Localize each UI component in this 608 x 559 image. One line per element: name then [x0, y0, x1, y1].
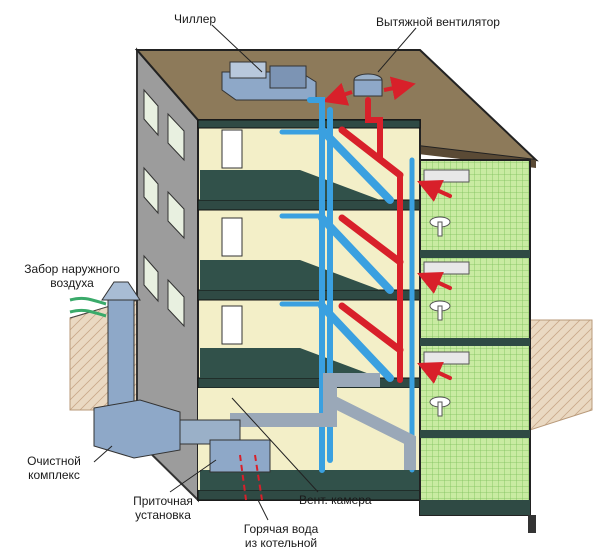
label-supply-unit-line1: Приточная: [133, 494, 193, 508]
bathroom-column: [419, 159, 536, 533]
vent-chamber-duct: [230, 373, 416, 470]
label-hot-water-line2: из котельной: [244, 536, 318, 550]
building-cutaway: [197, 119, 421, 501]
label-air-intake-line2: воздуха: [50, 276, 94, 290]
exhaust-ducts: [338, 97, 452, 384]
label-supply-unit-line2: установка: [135, 508, 191, 522]
label-air-intake-line1: Забор наружного: [24, 262, 120, 276]
label-exhaust-fan: Вытяжной вентилятор: [376, 15, 500, 29]
label-chiller: Чиллер: [174, 12, 217, 26]
hot-water-pipes: [239, 454, 263, 501]
building-side-wall: [136, 47, 199, 503]
leader-lines: [93, 24, 417, 521]
label-cleaning-line2: комплекс: [28, 468, 80, 482]
chiller-unit: [221, 61, 317, 101]
exhaust-fan: [322, 73, 416, 106]
label-cleaning-line1: Очистной: [27, 454, 81, 468]
label-vent-chamber: Вент. камера: [299, 493, 372, 507]
label-hot-water-line1: Горячая вода: [243, 522, 319, 536]
